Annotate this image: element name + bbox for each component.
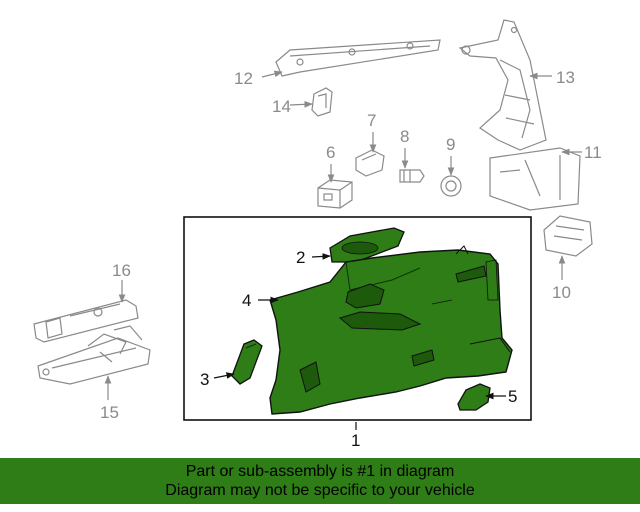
part-11-trim-piece <box>489 147 581 211</box>
part-15-jack <box>37 325 151 385</box>
part-12-trim-rail <box>275 39 441 77</box>
callout-4: 4 <box>242 291 251 310</box>
part-9-grommet <box>440 175 462 197</box>
callout-1: 1 <box>351 431 360 450</box>
part-14-clip <box>311 87 333 117</box>
callout-15: 15 <box>100 403 119 422</box>
assembly-1-frame <box>183 216 532 421</box>
part-6-box <box>317 179 353 209</box>
callout-5: 5 <box>508 387 517 406</box>
part-2-grille <box>329 227 405 263</box>
info-banner: Part or sub-assembly is #1 in diagram Di… <box>0 458 640 504</box>
callout-11: 11 <box>584 143 602 162</box>
callout-16: 16 <box>112 261 131 280</box>
callout-12: 12 <box>234 69 253 88</box>
callout-9: 9 <box>446 135 455 154</box>
callout-8: 8 <box>400 127 409 146</box>
callout-6: 6 <box>326 143 335 162</box>
part-13-pillar-panel <box>458 19 547 151</box>
leader-lines <box>104 70 582 430</box>
part-5-cap <box>457 383 491 411</box>
part-16-jack-handle <box>33 299 139 343</box>
part-7-switch <box>355 149 385 177</box>
banner-line-2: Diagram may not be specific to your vehi… <box>165 482 475 499</box>
part-3-cover <box>231 339 263 385</box>
banner-line-1: Part or sub-assembly is #1 in diagram <box>185 463 455 480</box>
parts-diagram: 12 14 13 7 8 9 6 11 10 16 15 2 4 3 5 1 <box>33 19 602 450</box>
callout-7: 7 <box>367 111 376 130</box>
callout-14: 14 <box>272 97 291 116</box>
part-4-quarter-panel <box>269 245 513 415</box>
part-10-switch-bezel <box>543 215 593 257</box>
part-8-lamp <box>399 169 425 183</box>
callout-13: 13 <box>556 68 575 87</box>
callout-2: 2 <box>296 248 305 267</box>
callout-10: 10 <box>552 283 571 302</box>
callout-3: 3 <box>200 370 209 389</box>
